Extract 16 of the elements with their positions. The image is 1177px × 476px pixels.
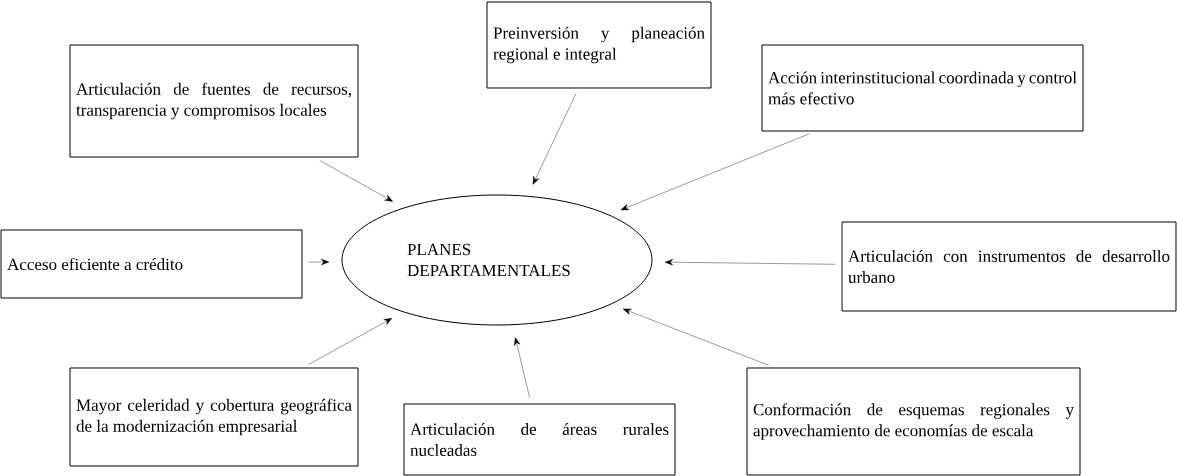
text-box: Acción interinstitucional coordinada y control más efectivo (761, 44, 1084, 132)
arrow (308, 258, 330, 266)
arrow (622, 308, 769, 366)
text-box: Articulación de fuentes de recursos, transparencia y compromisos locales (69, 44, 359, 158)
text-box: Preinversión y planeación regional e integral (486, 1, 712, 89)
arrow (620, 133, 810, 211)
text-box: Acceso eficiente a crédito (0, 229, 303, 299)
text-box: Mayor celeridad y cobertura geográfica de la modernización empresarial (69, 367, 359, 467)
text-box: Articulación de áreas rurales nucleadas (403, 403, 676, 476)
text-box: Articulación con instrumentos de desarrollo urbano (841, 221, 1177, 312)
arrow (664, 259, 836, 266)
arrow (532, 93, 577, 185)
arrow (514, 337, 530, 398)
arrow (319, 160, 393, 202)
text-box: Conformación de esquemas regionales y aprovechamiento de economías de escala (746, 367, 1081, 476)
arrow (308, 318, 393, 365)
